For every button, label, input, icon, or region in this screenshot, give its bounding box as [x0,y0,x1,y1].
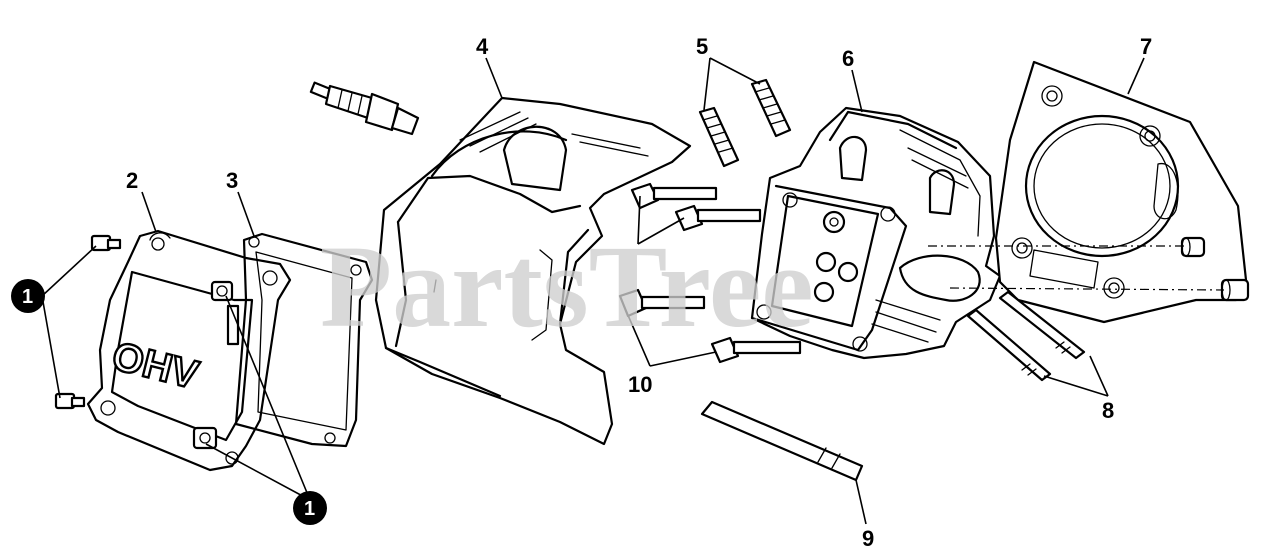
cover-bolt-bottom-right[interactable] [192,426,218,450]
leader-10-bracket [637,195,685,245]
callout-badge-1-right: 1 [293,491,327,525]
callout-badge-1-left: 1 [11,279,45,313]
stud-part-right[interactable] [750,78,792,138]
head-gasket-part[interactable] [994,60,1248,324]
long-stud-upper[interactable] [998,290,1086,360]
callout-4: 4 [476,34,489,59]
head-bolt-1[interactable] [630,182,718,210]
alignment-line-lower [949,287,1225,291]
head-bolt-4[interactable] [710,336,802,364]
callout-8: 8 [1102,398,1114,423]
leader-6 [851,69,863,113]
cylinder-head-part[interactable] [750,106,1002,360]
dowel-pin-lower[interactable] [1220,278,1250,302]
leader-9 [855,479,867,525]
leader-10 [623,305,717,367]
valve-cover-part[interactable]: OHV [86,229,292,472]
cylinder-head-shroud-part[interactable] [374,96,692,446]
long-stud-lower[interactable] [966,308,1052,382]
callout-5: 5 [696,34,708,59]
callout-6: 6 [842,46,854,71]
valve-cover-gasket-part[interactable] [234,232,374,448]
cover-bolt-top-left[interactable] [90,234,122,252]
stud-part-left[interactable] [698,106,740,168]
leader-8 [1043,355,1109,397]
leader-4 [485,57,503,99]
spark-plug-part[interactable] [309,81,420,136]
leader-5 [703,57,761,111]
leader-7 [1127,57,1145,95]
pushrod-part[interactable] [700,400,864,482]
watermark: PartsTree [320,221,814,352]
svg-text:1: 1 [22,286,33,308]
leader-1-right [205,295,311,501]
callout-2: 2 [126,168,138,193]
leader-3 [237,191,255,237]
callout-7: 7 [1140,34,1152,59]
leader-2 [141,191,157,233]
callout-10: 10 [628,372,652,397]
callout-9: 9 [862,526,874,551]
head-bolt-2[interactable] [674,204,762,232]
head-bolt-3[interactable] [618,288,706,318]
callout-3: 3 [226,168,238,193]
leader-1-left [41,245,97,399]
dowel-pin-upper[interactable] [1180,236,1206,258]
svg-text:1: 1 [304,498,315,520]
